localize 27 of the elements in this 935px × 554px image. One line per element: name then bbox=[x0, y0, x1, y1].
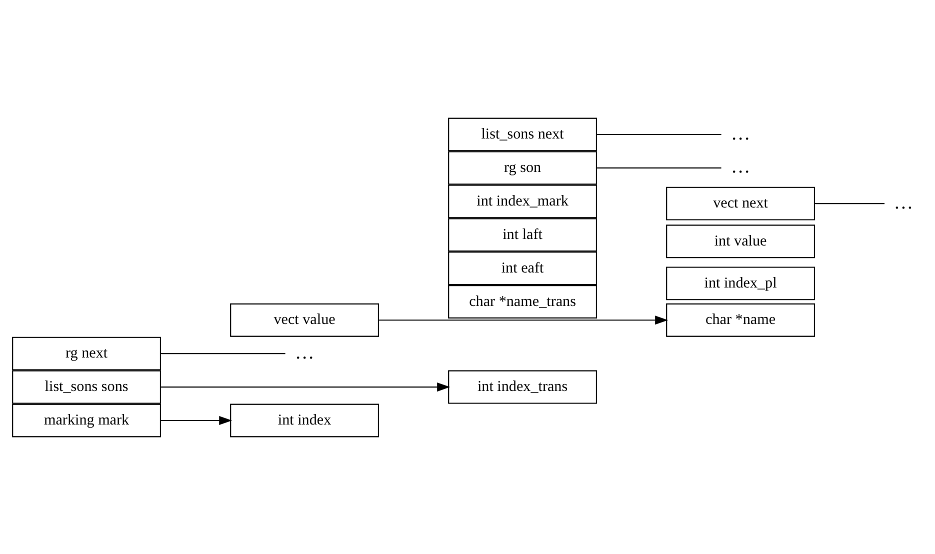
node-text: … bbox=[894, 192, 914, 213]
node-box: int index_trans bbox=[448, 370, 597, 404]
node-box: rg son bbox=[448, 150, 597, 184]
node-text: … bbox=[294, 342, 314, 363]
node-box: list_sons next bbox=[448, 117, 597, 151]
node-text: … bbox=[730, 156, 750, 178]
node-box: marking mark bbox=[12, 403, 161, 437]
node-box: int value bbox=[666, 224, 815, 258]
arrow bbox=[160, 415, 232, 425]
node-box: int index bbox=[230, 403, 379, 437]
node-text: … bbox=[730, 122, 750, 144]
node-box: int index_pl bbox=[666, 266, 815, 300]
connector bbox=[596, 166, 722, 168]
node-box: char *name_trans bbox=[448, 284, 597, 318]
node-box: vect value bbox=[230, 302, 379, 336]
connector bbox=[160, 352, 286, 354]
arrow bbox=[378, 315, 668, 324]
node-box: list_sons sons bbox=[12, 370, 161, 404]
node-box: int eaft bbox=[448, 251, 597, 285]
node-box: int index_mark bbox=[448, 184, 597, 218]
node-box: rg next bbox=[12, 336, 161, 370]
arrow bbox=[160, 382, 450, 392]
connector bbox=[814, 202, 885, 204]
node-box: vect next bbox=[666, 186, 815, 220]
node-box: int laft bbox=[448, 218, 597, 252]
connector bbox=[596, 133, 722, 135]
node-box: char *name bbox=[666, 302, 815, 336]
